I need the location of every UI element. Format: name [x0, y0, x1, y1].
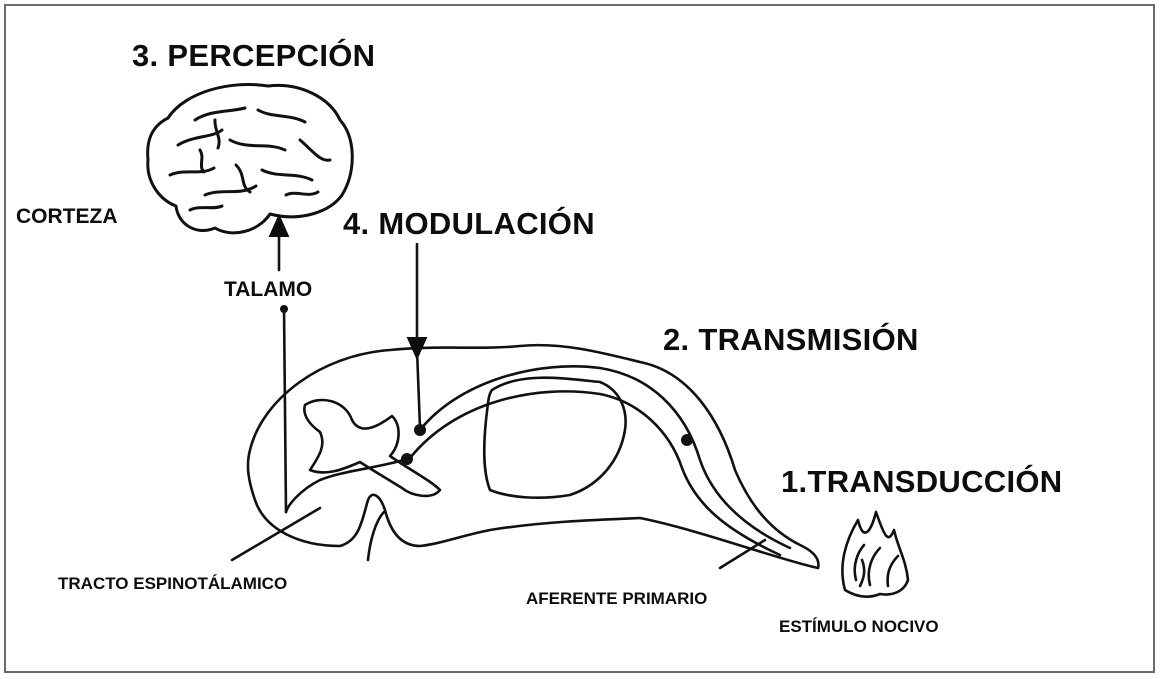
synapse-dot-1 [414, 424, 426, 436]
spinothalamic-tract-label: TRACTO ESPINOTÁLAMICO [58, 575, 287, 592]
thalamus-label: TALAMO [224, 279, 312, 300]
perception-stage-label: 3. PERCEPCIÓN [132, 40, 375, 71]
afferent-fiber-2 [410, 391, 780, 555]
afferent-label-leader [720, 540, 765, 568]
brain-drawing [148, 84, 353, 232]
tract-label-leader [232, 508, 320, 560]
noxious-stimulus-drawing [842, 512, 908, 597]
central-canal [368, 512, 384, 560]
primary-afferent-label: AFERENTE PRIMARIO [526, 590, 707, 607]
cortex-label: CORTEZA [16, 206, 118, 227]
thalamus-dot [280, 305, 288, 313]
transmission-stage-label: 2. TRANSMISIÓN [663, 324, 919, 355]
modulation-stage-label: 4. MODULACIÓN [343, 208, 595, 239]
connector-lines [232, 224, 765, 568]
modulation-into-cord-line [417, 350, 420, 428]
tract-ascending-line [284, 308, 286, 512]
transduction-stage-label: 1.TRANSDUCCIÓN [781, 466, 1063, 497]
spinal-cord-drawing [248, 345, 818, 568]
synapse-dot-2 [401, 453, 413, 465]
synapse-dot-3 [681, 434, 693, 446]
synapse-dots [280, 305, 693, 465]
noxious-stimulus-label: ESTÍMULO NOCIVO [779, 618, 939, 635]
